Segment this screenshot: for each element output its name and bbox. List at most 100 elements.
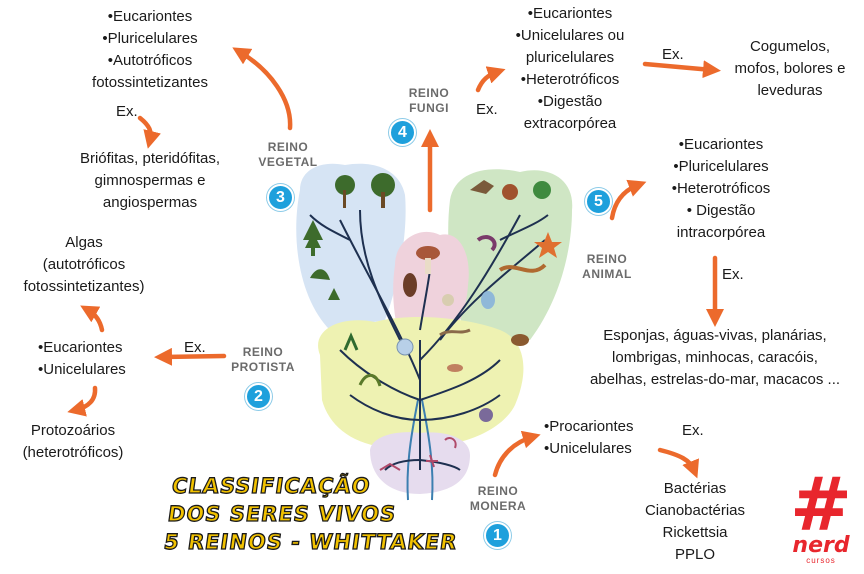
vegetal-trait: •Autotróficos: [107, 52, 193, 69]
diagram-title: CLASSIFICAÇÃO DOS SERES VIVOS 5 REINOS -…: [162, 472, 467, 556]
protista-example: Algas: [65, 234, 103, 251]
protista-example: fotossintetizantes): [23, 278, 145, 295]
vegetal-traits: •Eucariontes •Pluricelulares •Autotrófic…: [70, 6, 230, 94]
protista-examples-protozoa: Protozoários (heterotróficos): [8, 420, 138, 464]
nerd-cursos-logo: # nerd cursos: [790, 468, 852, 568]
protista-name: REINO PROTISTA: [226, 345, 300, 375]
monera-examples: Bactérias Cianobactérias Rickettsia PPLO: [620, 478, 770, 566]
fungi-trait: •Digestão: [537, 93, 603, 110]
animal-trait: •Heterotróficos: [671, 180, 771, 197]
animal-name-line: ANIMAL: [582, 267, 632, 281]
animal-example: abelhas, estrelas-do-mar, macacos ...: [589, 371, 841, 388]
protista-ex-label: Ex.: [184, 339, 206, 356]
animal-region: [448, 169, 573, 345]
protista-examples-algae: Algas (autotróficos fotossintetizantes): [12, 232, 156, 298]
logo-brand: nerd: [792, 533, 850, 558]
organism-glyphs: [303, 173, 562, 471]
vegetal-example: Briófitas, pteridófitas,: [79, 150, 221, 167]
monera-arrow-traits: [492, 430, 541, 478]
fungi-trait: pluricelulares: [525, 49, 615, 66]
monera-arrow-ex: [657, 447, 700, 479]
animal-example: lombrigas, minhocas, caracóis,: [612, 349, 818, 366]
fungi-name: REINO FUNGI: [400, 86, 458, 116]
vegetal-name-line: VEGETAL: [258, 155, 318, 169]
animal-trait: • Digestão: [686, 202, 756, 219]
vegetal-arrow-ex: [137, 115, 161, 149]
hashtag-icon: #: [790, 462, 853, 548]
fungi-example: mofos, bolores e: [734, 60, 846, 77]
protista-number-badge: 2: [245, 383, 272, 410]
animal-trait: •Eucariontes: [678, 136, 764, 153]
fungi-arrow-traits: [475, 66, 506, 93]
fungi-traits: •Eucariontes •Unicelulares ou pluricelul…: [500, 3, 640, 135]
vegetal-name-line: REINO: [267, 140, 309, 154]
tree-trunk: [406, 399, 434, 501]
monera-ex-label: Ex.: [682, 422, 704, 439]
logo-sub: cursos: [806, 556, 836, 565]
fungi-trait: •Eucariontes: [527, 5, 613, 22]
animal-example: Esponjas, águas-vivas, planárias,: [603, 327, 827, 344]
fungi-ex-label: Ex.: [662, 46, 684, 63]
animal-examples: Esponjas, águas-vivas, planárias, lombri…: [570, 325, 860, 391]
animal-trait: •Pluricelulares: [673, 158, 769, 175]
fungi-region: [393, 231, 469, 345]
animal-trait: intracorpórea: [676, 224, 766, 241]
monera-name-line: MONERA: [469, 499, 527, 513]
monera-example: PPLO: [674, 546, 716, 563]
protista-example: (heterotróficos): [22, 444, 124, 461]
monera-example: Cianobactérias: [644, 502, 746, 519]
protista-trait: •Eucariontes: [38, 339, 123, 356]
monera-trait: •Unicelulares: [544, 440, 632, 457]
fungi-example: Cogumelos,: [749, 38, 831, 55]
vegetal-trait: •Pluricelulares: [102, 30, 198, 47]
animal-name: REINO ANIMAL: [572, 252, 642, 282]
fungi-name-line: FUNGI: [409, 101, 449, 115]
fungi-number-badge: 4: [389, 119, 416, 146]
title-line: DOS SERES VIVOS: [166, 501, 399, 526]
monera-trait: •Procariontes: [544, 418, 634, 435]
fungi-name-line: REINO: [408, 86, 450, 100]
fungi-examples: Cogumelos, mofos, bolores e leveduras: [722, 36, 858, 102]
fungi-arrow-ex: [642, 60, 721, 79]
fungi-example: leveduras: [757, 82, 823, 99]
vegetal-example: gimnospermas e: [94, 172, 206, 189]
monera-example: Rickettsia: [662, 524, 728, 541]
fungi-trait: •Heterotróficos: [520, 71, 620, 88]
protista-name-line: PROTISTA: [231, 360, 295, 374]
protista-arrow-protozoa: [67, 385, 98, 417]
vegetal-name: REINO VEGETAL: [248, 140, 328, 170]
protista-traits: •Eucariontes •Unicelulares: [38, 337, 158, 381]
fungi-trait: extracorpórea: [523, 115, 617, 132]
animal-name-line: REINO: [586, 252, 628, 266]
monera-example: Bactérias: [663, 480, 727, 497]
title-line: 5 REINOS - WHITTAKER: [162, 529, 460, 554]
vegetal-number-badge: 3: [267, 184, 294, 211]
protista-arrow-traits: [154, 347, 227, 366]
vegetal-trait: fotossintetizantes: [92, 74, 208, 91]
tree-branches: [309, 209, 549, 471]
vegetal-ex-label: Ex.: [116, 103, 138, 120]
fungi-trait: •Unicelulares ou: [515, 27, 625, 44]
protista-arrow-algae: [80, 305, 105, 333]
vegetal-trait: •Eucariontes: [107, 8, 193, 25]
vegetal-arrow-up: [232, 47, 293, 131]
title-line: CLASSIFICAÇÃO: [170, 473, 373, 498]
monera-traits: •Procariontes •Unicelulares: [544, 416, 664, 460]
animal-arrow-traits: [609, 179, 647, 221]
animal-traits: •Eucariontes •Pluricelulares •Heterotróf…: [646, 134, 796, 244]
animal-number-badge: 5: [585, 188, 612, 215]
monera-number-badge: 1: [484, 522, 511, 549]
vegetal-examples: Briófitas, pteridófitas, gimnospermas e …: [52, 148, 248, 214]
protista-example: Protozoários: [30, 422, 116, 439]
protista-trait: •Unicelulares: [38, 361, 126, 378]
fungi-ex-label-left: Ex.: [476, 101, 498, 118]
protista-example: (autotróficos: [42, 256, 126, 273]
vegetal-example: angiospermas: [102, 194, 198, 211]
vegetal-region: [296, 163, 406, 330]
protista-name-line: REINO: [242, 345, 284, 359]
animal-ex-label: Ex.: [722, 266, 744, 283]
monera-name-line: REINO: [477, 484, 519, 498]
monera-name: REINO MONERA: [462, 484, 534, 514]
